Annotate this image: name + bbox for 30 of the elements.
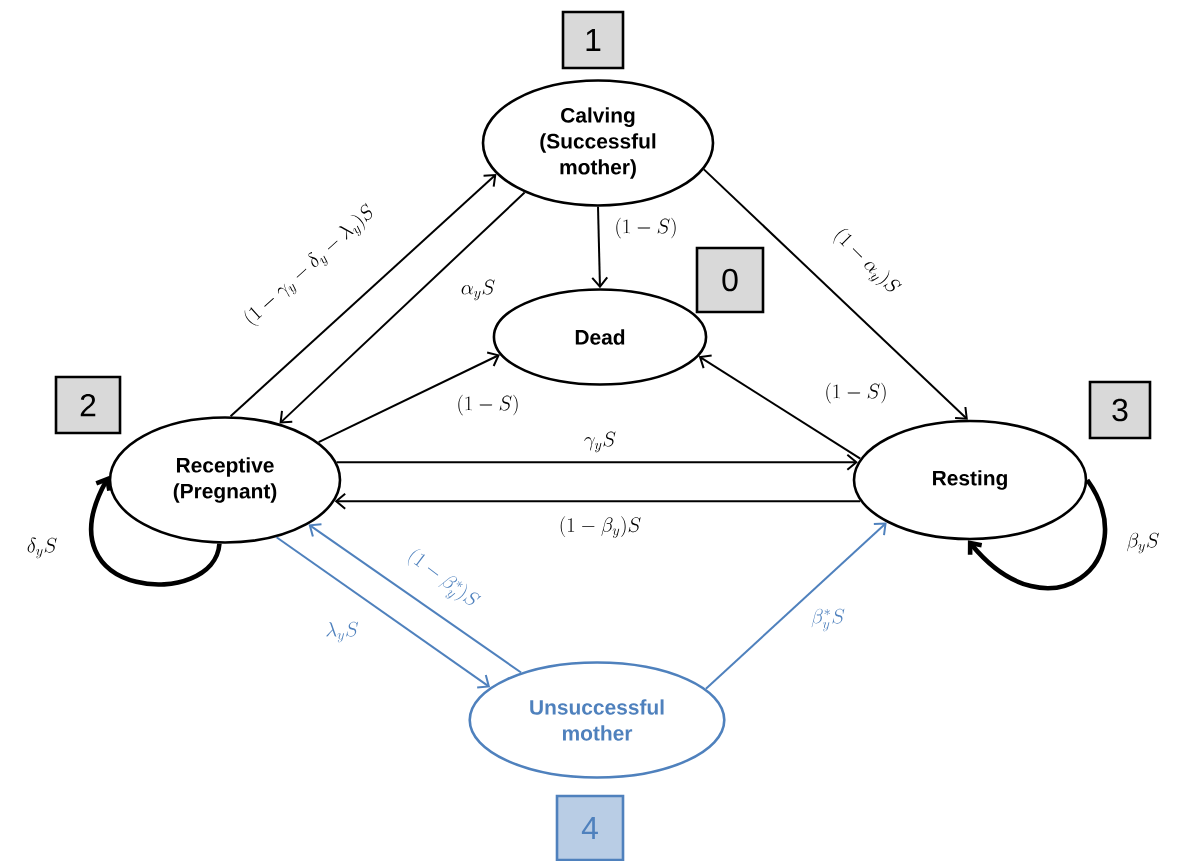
- arrow: [591, 205, 609, 289]
- loop-arrow: [89, 475, 222, 587]
- number-box: 1: [561, 10, 625, 70]
- edge-label: $\beta_y^* S$: [810, 607, 846, 633]
- arrow: [334, 492, 862, 510]
- edge-label: $\lambda_y S$: [324, 620, 360, 644]
- loop-arrow: [967, 478, 1107, 591]
- arrow: [275, 536, 491, 689]
- arrow: [229, 174, 497, 418]
- edge-label: $(1-\alpha_y)S$: [827, 223, 905, 301]
- number-box: 3: [1088, 380, 1152, 440]
- number-box: 2: [54, 375, 122, 435]
- arrow: [698, 354, 862, 460]
- number-box: 0: [695, 246, 765, 314]
- edge-label: $\gamma_y S$: [583, 431, 617, 453]
- arrow: [317, 351, 500, 444]
- edge-label: $(1-\beta_y^*)S$: [400, 544, 484, 616]
- edge-label: $(1-S)$: [455, 393, 521, 417]
- arrow: [702, 168, 968, 420]
- edge-label: $(1-\beta_y)S$: [557, 515, 643, 539]
- arrow: [279, 191, 526, 424]
- edge-label: $(1-S)$: [613, 216, 679, 240]
- arrow: [335, 453, 858, 471]
- arrow: [704, 522, 887, 690]
- edge-label: $(1-S)$: [823, 381, 889, 405]
- arrow: [308, 523, 523, 674]
- edge-label: $\delta_y S$: [25, 536, 59, 560]
- edge-label: $(1-\gamma_y-\delta_y-\lambda_y)S$: [238, 200, 382, 332]
- number-box: 4: [555, 794, 625, 861]
- edge-label: $\beta_y S$: [1125, 531, 1161, 555]
